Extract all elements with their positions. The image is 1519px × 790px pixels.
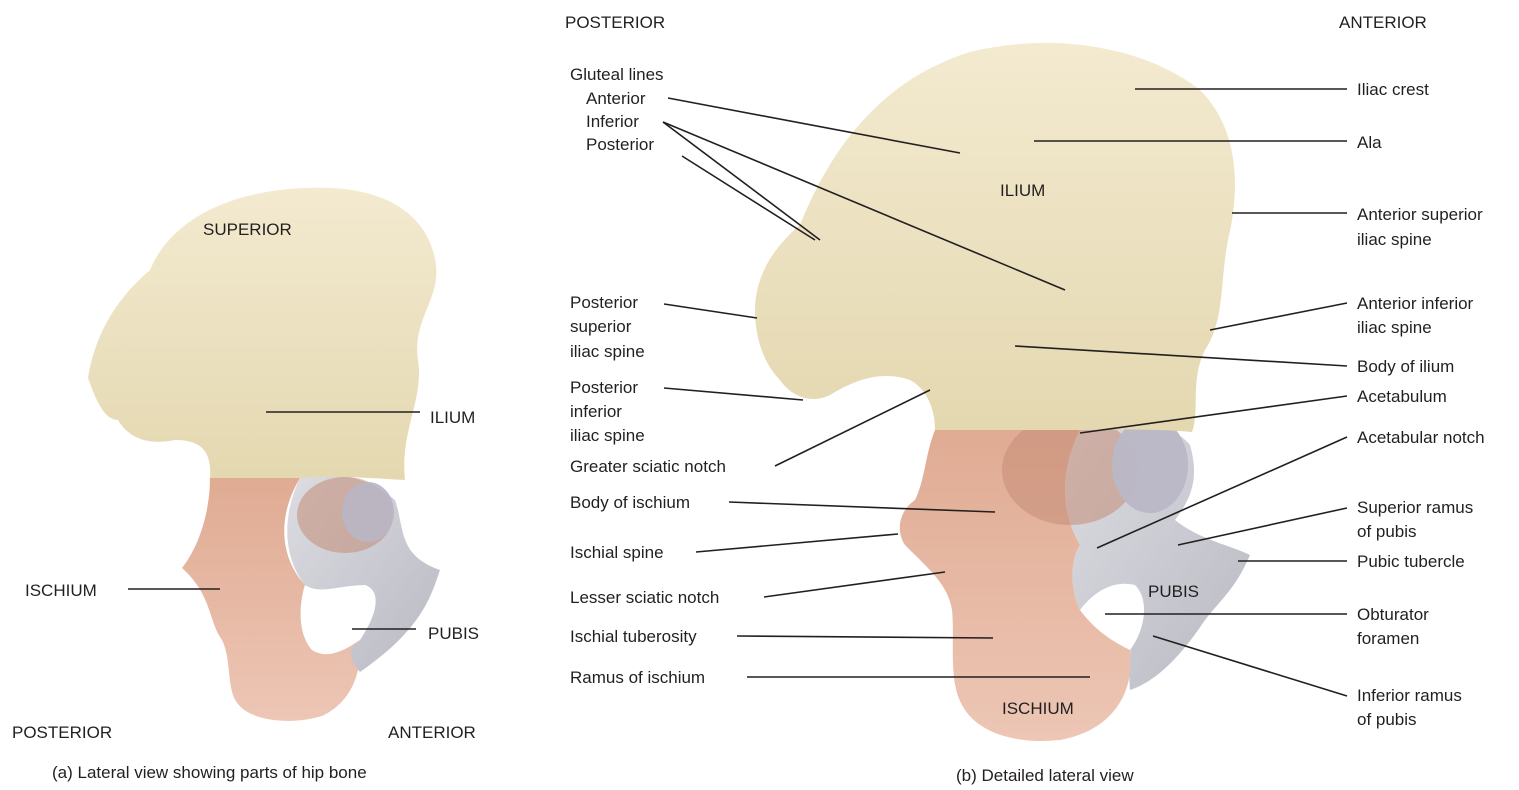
inferior-ramus-label-line1: Inferior ramus: [1357, 686, 1462, 705]
asis-label-line2: iliac spine: [1357, 230, 1432, 249]
panel-a-ilium-shape: [88, 188, 436, 480]
superior-ramus-leader: [1178, 508, 1347, 545]
aiis-label-line2: iliac spine: [1357, 318, 1432, 337]
psis-label-line3: iliac spine: [570, 342, 645, 361]
gluteal-inferior-leader-b: [663, 122, 820, 240]
ischial-spine-label: Ischial spine: [570, 543, 664, 562]
piis-label-line1: Posterior: [570, 378, 638, 397]
panel-a-anterior-label: ANTERIOR: [388, 723, 476, 742]
obturator-foramen-label-line2: foramen: [1357, 629, 1419, 648]
acetabular-notch-label: Acetabular notch: [1357, 428, 1485, 447]
superior-ramus-label-line2: of pubis: [1357, 522, 1417, 541]
panel-b-caption: (b) Detailed lateral view: [956, 766, 1134, 785]
iliac-crest-label: Iliac crest: [1357, 80, 1429, 99]
aiis-label-line1: Anterior inferior: [1357, 294, 1474, 313]
panel-a-caption: (a) Lateral view showing parts of hip bo…: [52, 763, 367, 782]
ischial-tuberosity-label: Ischial tuberosity: [570, 627, 697, 646]
gluteal-lines-heading: Gluteal lines: [570, 65, 664, 84]
asis-label-line1: Anterior superior: [1357, 205, 1483, 224]
gluteal-posterior-label: Posterior: [586, 135, 654, 154]
inferior-ramus-label-line2: of pubis: [1357, 710, 1417, 729]
panel-b-ilium-shape: [755, 43, 1235, 432]
acetabulum-label: Acetabulum: [1357, 387, 1447, 406]
greater-sciatic-notch-label: Greater sciatic notch: [570, 457, 726, 476]
psis-leader: [664, 304, 757, 318]
aiis-leader: [1210, 303, 1347, 330]
panel-a-posterior-label: POSTERIOR: [12, 723, 112, 742]
panel-b: POSTERIOR ANTERIOR ILIUM PUBIS ISCHIUM G…: [565, 13, 1485, 785]
piis-label-line3: iliac spine: [570, 426, 645, 445]
lesser-sciatic-notch-leader: [764, 572, 945, 597]
panel-a: SUPERIOR ILIUM ISCHIUM PUBIS POSTERIOR A…: [12, 188, 479, 782]
obturator-foramen-label-line1: Obturator: [1357, 605, 1429, 624]
gluteal-inferior-label: Inferior: [586, 112, 639, 131]
gluteal-anterior-label: Anterior: [586, 89, 646, 108]
panel-a-ilium-label: ILIUM: [430, 408, 475, 427]
superior-ramus-label-line1: Superior ramus: [1357, 498, 1473, 517]
ramus-of-ischium-label: Ramus of ischium: [570, 668, 705, 687]
lesser-sciatic-notch-label: Lesser sciatic notch: [570, 588, 719, 607]
panel-a-acetabulum-lunate: [342, 482, 394, 542]
panel-b-posterior-label: POSTERIOR: [565, 13, 665, 32]
greater-sciatic-notch-leader: [775, 390, 930, 466]
inferior-ramus-leader: [1153, 636, 1347, 696]
panel-b-anterior-label: ANTERIOR: [1339, 13, 1427, 32]
ischial-spine-leader: [696, 534, 898, 552]
body-of-ischium-label: Body of ischium: [570, 493, 690, 512]
psis-label-line2: superior: [570, 317, 632, 336]
body-of-ilium-label: Body of ilium: [1357, 357, 1454, 376]
ala-label: Ala: [1357, 133, 1382, 152]
panel-a-bone: [88, 188, 440, 721]
piis-label-line2: inferior: [570, 402, 622, 421]
pubic-tubercle-label: Pubic tubercle: [1357, 552, 1465, 571]
psis-label-line1: Posterior: [570, 293, 638, 312]
piis-leader: [664, 388, 803, 400]
gluteal-posterior-leader: [682, 156, 815, 240]
panel-b-acetabulum-lunate: [1112, 417, 1188, 513]
panel-a-ischium-label: ISCHIUM: [25, 581, 97, 600]
panel-a-pubis-label: PUBIS: [428, 624, 479, 643]
